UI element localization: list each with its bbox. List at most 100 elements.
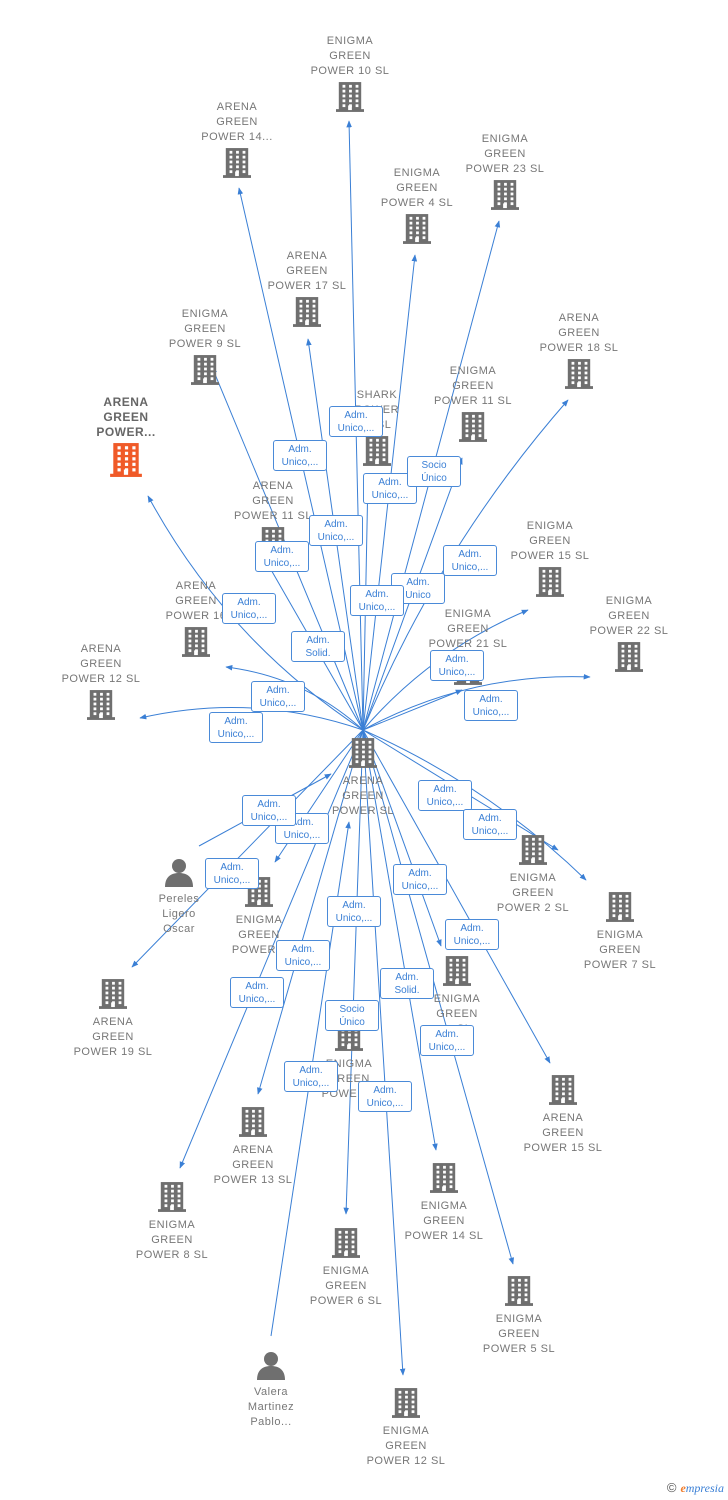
relation-label[interactable]: Adm. Unico,... <box>350 585 404 616</box>
edge-center-to-company-13 <box>362 673 591 731</box>
center-node[interactable]: ARENA GREEN POWER SL <box>303 735 423 819</box>
building-icon <box>41 689 161 726</box>
company-label: ENIGMA GREEN POWER 14 SL <box>404 1200 484 1242</box>
company-node[interactable]: ENIGMA GREEN POWER 6 SL <box>286 1225 406 1309</box>
relation-label[interactable]: Adm. Unico,... <box>222 593 276 624</box>
relation-label[interactable]: Adm. Unico,... <box>255 541 309 572</box>
building-icon <box>473 834 593 871</box>
relation-label[interactable]: Adm. Unico,... <box>251 681 305 712</box>
company-node[interactable]: ARENA GREEN POWER 18 SL <box>519 311 639 395</box>
edge-center-to-company-24 <box>257 729 364 1095</box>
company-label: ENIGMA GREEN POWER 12 SL <box>366 1425 446 1467</box>
company-node[interactable]: ARENA GREEN POWER 14... <box>177 100 297 184</box>
relation-label[interactable]: Adm. Unico,... <box>327 896 381 927</box>
person-icon <box>119 857 239 892</box>
building-icon <box>413 411 533 448</box>
company-label: ENIGMA GREEN POWER 9 SL <box>168 308 242 350</box>
company-label: ENIGMA GREEN POWER 23 SL <box>465 133 545 175</box>
company-node[interactable]: ENIGMA GREEN POWER 2 SL <box>473 832 593 916</box>
person-node[interactable]: Valera Martinez Pablo... <box>211 1348 331 1430</box>
company-node[interactable]: ENIGMA GREEN POWER 10 SL <box>290 34 410 118</box>
relation-label[interactable]: Adm. Unico,... <box>420 1025 474 1056</box>
relation-label[interactable]: Adm. Unico,... <box>276 940 330 971</box>
relation-label[interactable]: Socio Único <box>407 456 461 487</box>
company-node[interactable]: ENIGMA GREEN POWER 11 SL <box>413 364 533 448</box>
relation-label[interactable]: Adm. Unico,... <box>393 864 447 895</box>
relation-label[interactable]: Adm. Unico,... <box>329 406 383 437</box>
company-node[interactable]: ENIGMA GREEN POWER 7 SL <box>560 889 680 973</box>
company-node[interactable]: ENIGMA GREEN POWER 4 SL <box>357 166 477 250</box>
company-node[interactable]: ARENA GREEN POWER 13 SL <box>193 1104 313 1188</box>
focus-node[interactable]: ARENA GREEN POWER... <box>66 395 186 483</box>
relation-label[interactable]: Adm. Unico,... <box>242 795 296 826</box>
company-node[interactable]: ENIGMA GREEN POWER 12 SL <box>346 1385 466 1469</box>
edge-center-to-company-21 <box>362 729 514 1265</box>
edge-center-to-company-22 <box>362 729 406 1376</box>
building-icon <box>247 296 367 333</box>
edge-center-to-company-23 <box>343 729 364 1215</box>
company-node[interactable]: ENIGMA GREEN POWER 22 SL <box>569 594 689 678</box>
company-node[interactable]: ENIGMA GREEN POWER 23 SL <box>445 132 565 216</box>
edge-center-to-company-26 <box>131 729 364 968</box>
company-label: ARENA GREEN POWER 11 SL <box>233 480 313 522</box>
edge-center-to-company-20 <box>362 729 438 1151</box>
copyright-symbol: © <box>666 1480 677 1495</box>
building-icon <box>193 1106 313 1143</box>
company-label: ARENA GREEN POWER 15 SL <box>523 1112 603 1154</box>
relation-label[interactable]: Adm. Unico,... <box>275 813 329 844</box>
brand-name: mpresia <box>685 1481 724 1495</box>
relation-label[interactable]: Adm. Solid. <box>291 631 345 662</box>
company-node[interactable]: ARENA GREEN POWER 15 SL <box>503 1072 623 1156</box>
relation-label[interactable]: Socio Único <box>325 1000 379 1031</box>
relation-label[interactable]: Adm. Solid. <box>380 968 434 999</box>
company-node[interactable]: ENIGMA GREEN POWER 9 SL <box>145 307 265 391</box>
brand-initial: e <box>680 1481 686 1495</box>
company-label: ENIGMA GREEN POWER 6 SL <box>309 1265 383 1307</box>
building-icon <box>177 147 297 184</box>
company-node[interactable]: ENIGMA GREEN POWER 5 SL <box>459 1273 579 1357</box>
company-label: ENIGMA GREEN POWER 4 SL <box>380 167 454 209</box>
relation-label[interactable]: Adm. Unico,... <box>309 515 363 546</box>
relation-label[interactable]: Adm. Unico,... <box>464 690 518 721</box>
relation-label[interactable]: Adm. Unico,... <box>430 650 484 681</box>
relation-label[interactable]: Adm. Unico,... <box>284 1061 338 1092</box>
company-node[interactable]: ARENA GREEN POWER 12 SL <box>41 642 161 726</box>
building-icon <box>66 442 186 483</box>
company-label: ARENA GREEN POWER 17 SL <box>267 250 347 292</box>
building-icon <box>112 1181 232 1218</box>
edge-center-to-company-19 <box>362 729 551 1064</box>
building-icon <box>136 626 256 663</box>
company-node[interactable]: ENIGMA GREEN POWER 8 SL <box>112 1179 232 1263</box>
relation-label[interactable]: Adm. Unico,... <box>358 1081 412 1112</box>
company-node[interactable]: ENIGMA GREEN POWER 14 SL <box>384 1160 504 1244</box>
company-node[interactable]: ARENA GREEN POWER 19 SL <box>53 976 173 1060</box>
company-label: ARENA GREEN POWER 13 SL <box>213 1144 293 1186</box>
company-label: ENIGMA GREEN POWER 7 SL <box>583 929 657 971</box>
relation-label[interactable]: Adm. Unico,... <box>445 919 499 950</box>
person-node[interactable]: Pereles Ligero Oscar <box>119 855 239 937</box>
building-icon <box>397 955 517 992</box>
relation-label[interactable]: Adm. Unico,... <box>205 858 259 889</box>
company-label: ENIGMA GREEN POWER 8 SL <box>135 1219 209 1261</box>
company-label: ENIGMA GREEN POWER 5 SL <box>482 1313 556 1355</box>
building-icon <box>53 978 173 1015</box>
relation-label[interactable]: Adm. Unico,... <box>273 440 327 471</box>
building-icon <box>459 1275 579 1312</box>
company-node[interactable]: ARENA GREEN POWER 17 SL <box>247 249 367 333</box>
brand-watermark: ©empresia <box>667 1480 724 1496</box>
company-node[interactable]: ENIGMA GREEN POWER 15 SL <box>490 519 610 603</box>
relation-label[interactable]: Adm. Unico,... <box>418 780 472 811</box>
relation-label[interactable]: Adm. Unico,... <box>443 545 497 576</box>
building-icon <box>569 641 689 678</box>
building-icon <box>384 1162 504 1199</box>
relation-label[interactable]: Adm. Unico,... <box>230 977 284 1008</box>
building-icon <box>503 1074 623 1111</box>
building-icon <box>303 737 423 774</box>
company-node[interactable]: ENIGMA GREEN ... SL <box>397 953 517 1037</box>
company-label: ARENA GREEN POWER 12 SL <box>61 643 141 685</box>
relation-label[interactable]: Adm. Unico,... <box>209 712 263 743</box>
building-icon <box>490 566 610 603</box>
relation-label[interactable]: Adm. Unico,... <box>363 473 417 504</box>
relation-label[interactable]: Adm. Unico,... <box>463 809 517 840</box>
